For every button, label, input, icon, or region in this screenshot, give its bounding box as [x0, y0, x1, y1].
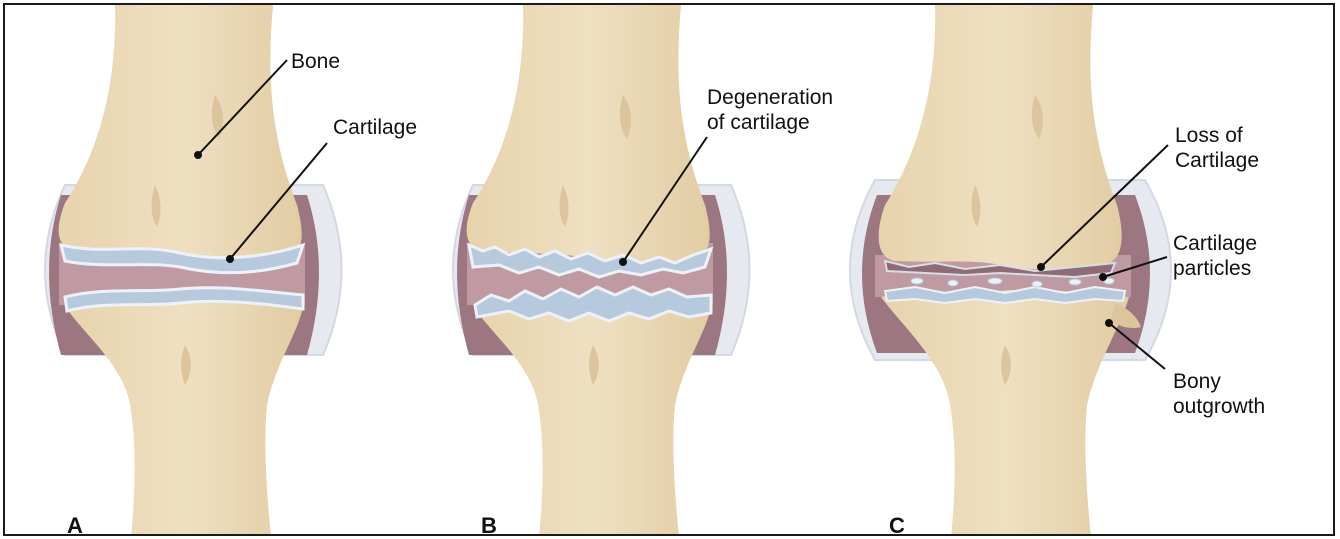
panel-b-femur — [467, 5, 710, 265]
knee-joint-illustration — [5, 5, 1335, 536]
label-cartilage: Cartilage — [333, 115, 417, 140]
label-loss-of-cartilage: Loss of Cartilage — [1175, 123, 1259, 173]
panel-a-femur — [59, 5, 302, 265]
panel-a-joint — [45, 5, 342, 536]
label-cartilage-particles: Cartilage particles — [1173, 231, 1257, 281]
panel-letter-c: C — [889, 513, 905, 536]
panel-c-tibia — [881, 290, 1129, 536]
panel-b-tibia — [475, 300, 711, 536]
label-bone: Bone — [291, 49, 340, 74]
panel-c-femur — [879, 5, 1122, 269]
panel-letter-a: A — [67, 513, 83, 536]
panel-a-tibia — [67, 300, 303, 536]
label-degeneration-of-cartilage: Degeneration of cartilage — [707, 85, 833, 135]
panel-letter-b: B — [481, 513, 497, 536]
diagram-frame: Bone Cartilage Degeneration of cartilage… — [3, 3, 1335, 536]
label-bony-outgrowth: Bony outgrowth — [1173, 369, 1265, 419]
panel-b-joint — [453, 5, 750, 536]
